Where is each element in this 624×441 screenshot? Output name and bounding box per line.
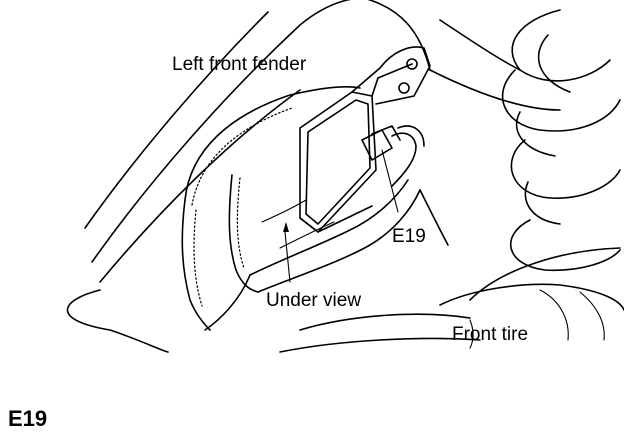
label-under-view: Under view <box>266 290 361 311</box>
fender-body <box>66 0 431 353</box>
front-tire <box>279 247 624 353</box>
e19-connector <box>361 125 425 187</box>
wheel-house <box>181 86 421 331</box>
label-left-front-fender: Left front fender <box>172 54 307 75</box>
connector-reference-id: E19 <box>8 406 47 431</box>
coil-spring <box>501 9 621 272</box>
label-e19-connector: E19 <box>392 226 426 247</box>
label-front-tire: Front tire <box>452 324 528 345</box>
leader-lines <box>283 149 399 283</box>
mounting-bracket <box>351 46 431 105</box>
control-unit <box>299 91 377 233</box>
body-frame <box>419 19 561 246</box>
